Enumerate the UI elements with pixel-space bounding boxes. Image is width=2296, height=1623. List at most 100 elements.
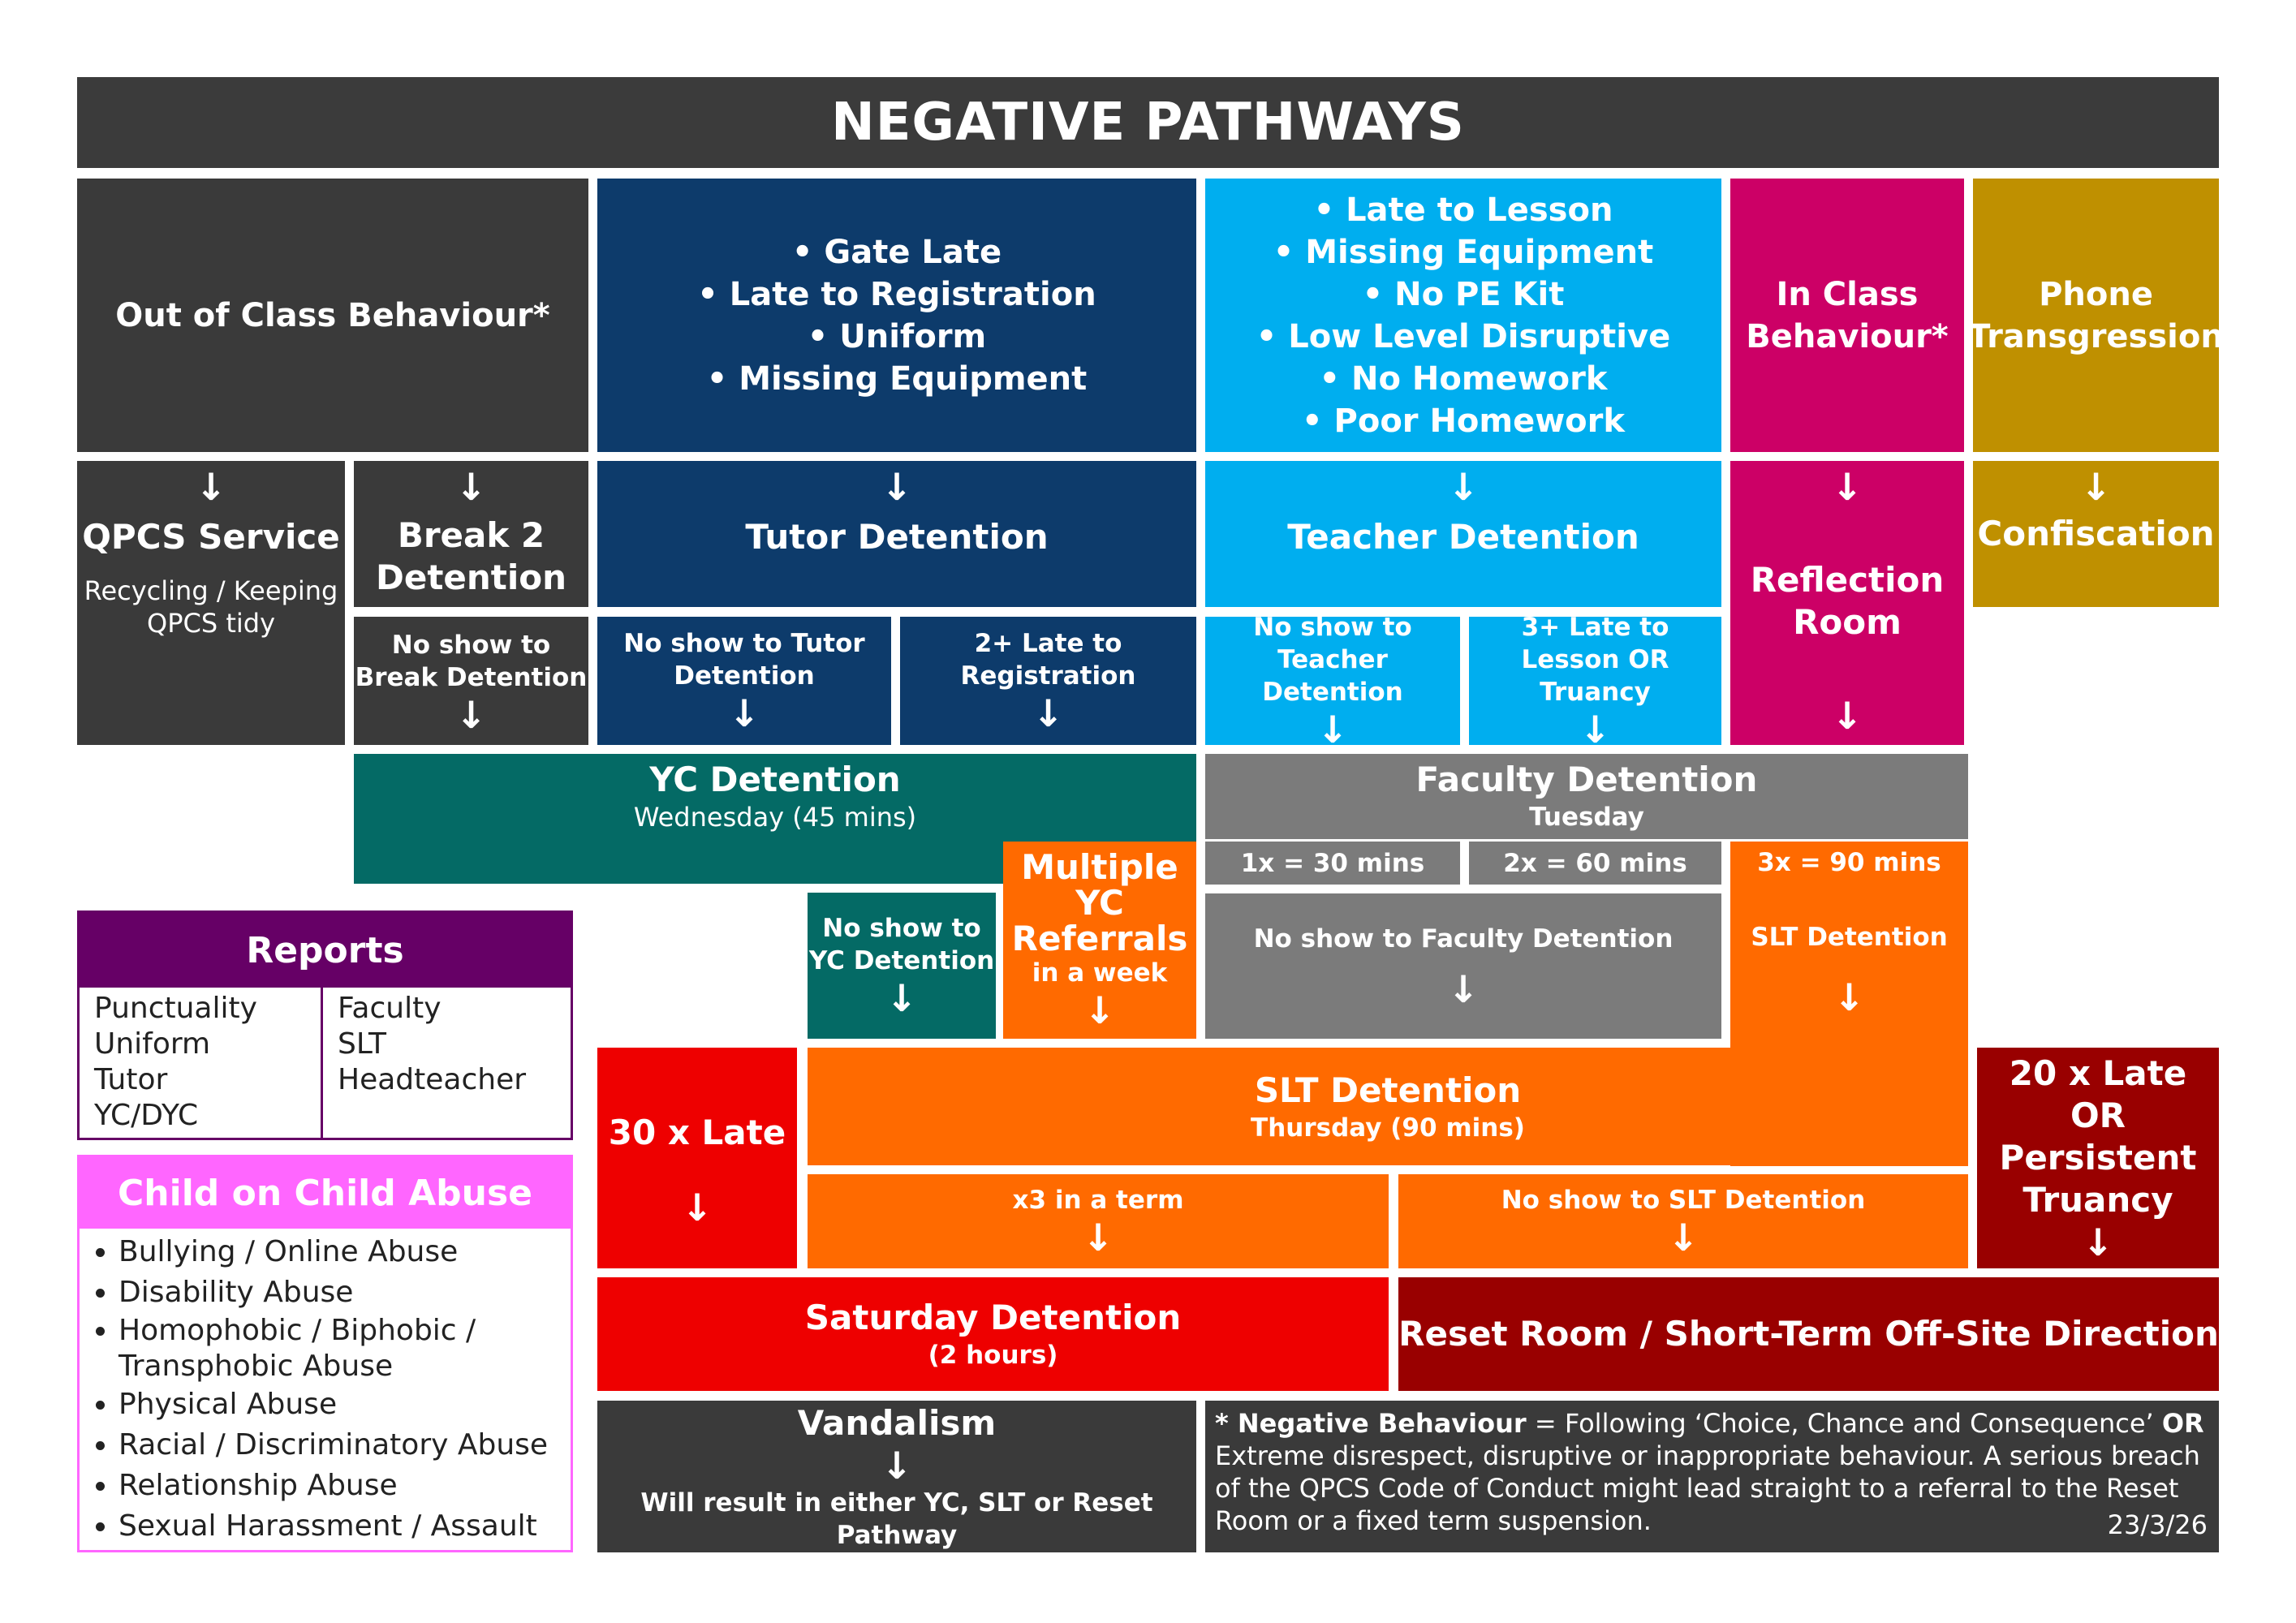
faculty-detention-box: Faculty Detention Tuesday <box>1205 754 1968 839</box>
abuse-item: Disability Abuse <box>118 1272 562 1313</box>
reflection-room-box: ↓ Reflection Room ↓ <box>1730 461 1964 745</box>
abuse-item: Relationship Abuse <box>118 1466 562 1506</box>
arrow-down-icon: ↓ <box>1447 465 1480 509</box>
arrow-down-icon: ↓ <box>455 465 487 509</box>
reset-room-label: Reset Room / Short-Term Off-Site Directi… <box>1398 1314 2219 1354</box>
teacher-detention-label: Teacher Detention <box>1287 517 1639 557</box>
arrow-down-icon: ↓ <box>1833 975 1865 1019</box>
multiple-yc-referrals-box: Multiple YC Referrals in a week ↓ <box>1003 842 1196 1039</box>
trigger-item: No PE Kit <box>1256 273 1670 316</box>
late-20-truancy-box: 20 x Late OR Persistent Truancy ↓ <box>1977 1048 2219 1268</box>
note-bold: * Negative Behaviour <box>1215 1408 1527 1439</box>
reflection-room-label: Reflection Room <box>1750 560 1945 642</box>
break2-label: Break 2 Detention <box>375 515 567 597</box>
report-item: Tutor <box>94 1063 168 1096</box>
no-show-break-box: No show to Break Detention ↓ <box>354 617 588 745</box>
arrow-down-icon: ↓ <box>1831 465 1863 509</box>
arrow-down-icon: ↓ <box>885 976 918 1020</box>
arrow-down-icon: ↓ <box>681 1186 713 1229</box>
abuse-item: Bullying / Online Abuse <box>118 1232 562 1272</box>
child-abuse-title: Child on Child Abuse <box>80 1157 571 1229</box>
trigger-item: No Homework <box>1256 358 1670 400</box>
arrow-down-icon: ↓ <box>1083 988 1116 1032</box>
late-lesson-label: 3+ Late to Lesson OR Truancy <box>1521 613 1669 707</box>
abuse-item: Racial / Discriminatory Abuse <box>118 1425 562 1466</box>
phone-transgression-box: Phone Transgression <box>1968 179 2224 452</box>
late-registration-box: 2+ Late to Registration ↓ <box>900 617 1196 745</box>
saturday-detention-box: Saturday Detention (2 hours) <box>597 1277 1389 1391</box>
in-class-behaviour-box: In Class Behaviour* <box>1730 179 1964 452</box>
trigger-item: Missing Equipment <box>697 358 1096 400</box>
lesson-trigger-list: Late to Lesson Missing Equipment No PE K… <box>1256 189 1670 442</box>
child-abuse-panel: Child on Child Abuse Bullying / Online A… <box>77 1155 573 1552</box>
reports-panel: Reports Punctuality Uniform Tutor YC/DYC… <box>77 911 573 1140</box>
no-show-tutor-label: No show to Tutor Detention <box>623 629 865 691</box>
phone-label: Phone Transgression <box>1968 275 2224 355</box>
no-show-yc-label: No show to YC Detention <box>808 914 995 975</box>
reports-title: Reports <box>80 913 571 988</box>
faculty-3x-label: 3x = 90 mins <box>1757 848 1941 877</box>
multiple-yc-title: Multiple YC Referrals <box>1011 846 1188 958</box>
report-item: Headteacher <box>338 1063 527 1096</box>
slt-detention-small-label: SLT Detention <box>1751 923 1948 952</box>
confiscation-box: ↓ Confiscation <box>1973 461 2219 607</box>
report-item: Uniform <box>94 1027 211 1061</box>
page-title: NEGATIVE PATHWAYS <box>77 77 2219 168</box>
faculty-1x-label: 1x = 30 mins <box>1240 848 1425 878</box>
arrow-down-icon: ↓ <box>1831 694 1863 738</box>
qpcs-service-title: QPCS Service <box>82 517 340 557</box>
arrow-down-icon: ↓ <box>1082 1216 1114 1259</box>
abuse-item: Physical Abuse <box>118 1384 562 1425</box>
slt-detention-sub: Thursday (90 mins) <box>1251 1113 1525 1143</box>
arrow-down-icon: ↓ <box>195 465 227 509</box>
x3-term-label: x3 in a term <box>1012 1186 1184 1215</box>
trigger-item: Late to Lesson <box>1256 189 1670 231</box>
registration-triggers-box: Gate Late Late to Registration Uniform M… <box>597 179 1196 452</box>
out-of-class-label: Out of Class Behaviour* <box>115 296 550 334</box>
no-show-faculty-box: No show to Faculty Detention ↓ <box>1205 893 1721 1039</box>
trigger-item: Poor Homework <box>1256 400 1670 442</box>
out-of-class-behaviour-box: Out of Class Behaviour* <box>77 179 588 452</box>
reports-col-left: Punctuality Uniform Tutor YC/DYC <box>80 988 323 1138</box>
confiscation-label: Confiscation <box>1977 514 2215 553</box>
note-part2: Extreme disrespect, disruptive or inappr… <box>1215 1440 2200 1536</box>
arrow-down-icon: ↓ <box>455 693 487 737</box>
note-date: 23/3/26 <box>2107 1509 2208 1540</box>
report-item: Faculty <box>338 992 442 1025</box>
arrow-down-icon: ↓ <box>2080 465 2112 509</box>
faculty-2x-label: 2x = 60 mins <box>1503 848 1687 878</box>
late-20-label: 20 x Late OR Persistent Truancy <box>1999 1053 2197 1220</box>
late-registration-label: 2+ Late to Registration <box>960 629 1136 691</box>
trigger-item: Late to Registration <box>697 273 1096 316</box>
registration-trigger-list: Gate Late Late to Registration Uniform M… <box>697 231 1096 400</box>
slt-detention-title: SLT Detention <box>1254 1070 1522 1110</box>
faculty-2x-box: 2x = 60 mins <box>1469 842 1721 885</box>
arrow-down-icon: ↓ <box>728 691 760 735</box>
tutor-detention-label: Tutor Detention <box>745 517 1049 557</box>
no-show-break-label: No show to Break Detention <box>355 631 588 692</box>
slt-detention-box: SLT Detention Thursday (90 mins) <box>808 1048 1968 1165</box>
saturday-detention-title: Saturday Detention <box>804 1298 1182 1337</box>
no-show-teacher-label: No show to Teacher Detention <box>1253 613 1412 707</box>
note-or: OR <box>2161 1408 2204 1439</box>
late-lesson-truancy-box: 3+ Late to Lesson OR Truancy ↓ <box>1469 613 1721 751</box>
late-30-box: 30 x Late ↓ <box>597 1048 797 1268</box>
arrow-down-icon: ↓ <box>1579 708 1611 751</box>
qpcs-service-box: ↓ QPCS Service Recycling / Keeping QPCS … <box>77 461 345 745</box>
arrow-down-icon: ↓ <box>1032 691 1064 735</box>
arrow-down-icon: ↓ <box>1667 1216 1699 1259</box>
report-item: YC/DYC <box>94 1099 199 1132</box>
faculty-1x-box: 1x = 30 mins <box>1205 842 1460 885</box>
vandalism-box: Vandalism ↓ Will result in either YC, SL… <box>597 1401 1196 1552</box>
faculty-detention-sub: Tuesday <box>1529 803 1644 832</box>
late-30-label: 30 x Late <box>608 1113 786 1152</box>
report-item: Punctuality <box>94 992 257 1025</box>
in-class-label: In Class Behaviour* <box>1746 275 1949 355</box>
reports-col-right: Faculty SLT Headteacher <box>323 988 526 1138</box>
reset-room-box: Reset Room / Short-Term Off-Site Directi… <box>1398 1277 2219 1391</box>
lesson-triggers-box: Late to Lesson Missing Equipment No PE K… <box>1205 179 1721 452</box>
break2-detention-box: ↓ Break 2 Detention <box>354 461 588 607</box>
multiple-yc-sub: in a week <box>1032 958 1168 988</box>
abuse-item: Homophobic / Biphobic / Transphobic Abus… <box>118 1313 562 1384</box>
arrow-down-icon: ↓ <box>1447 966 1480 1011</box>
